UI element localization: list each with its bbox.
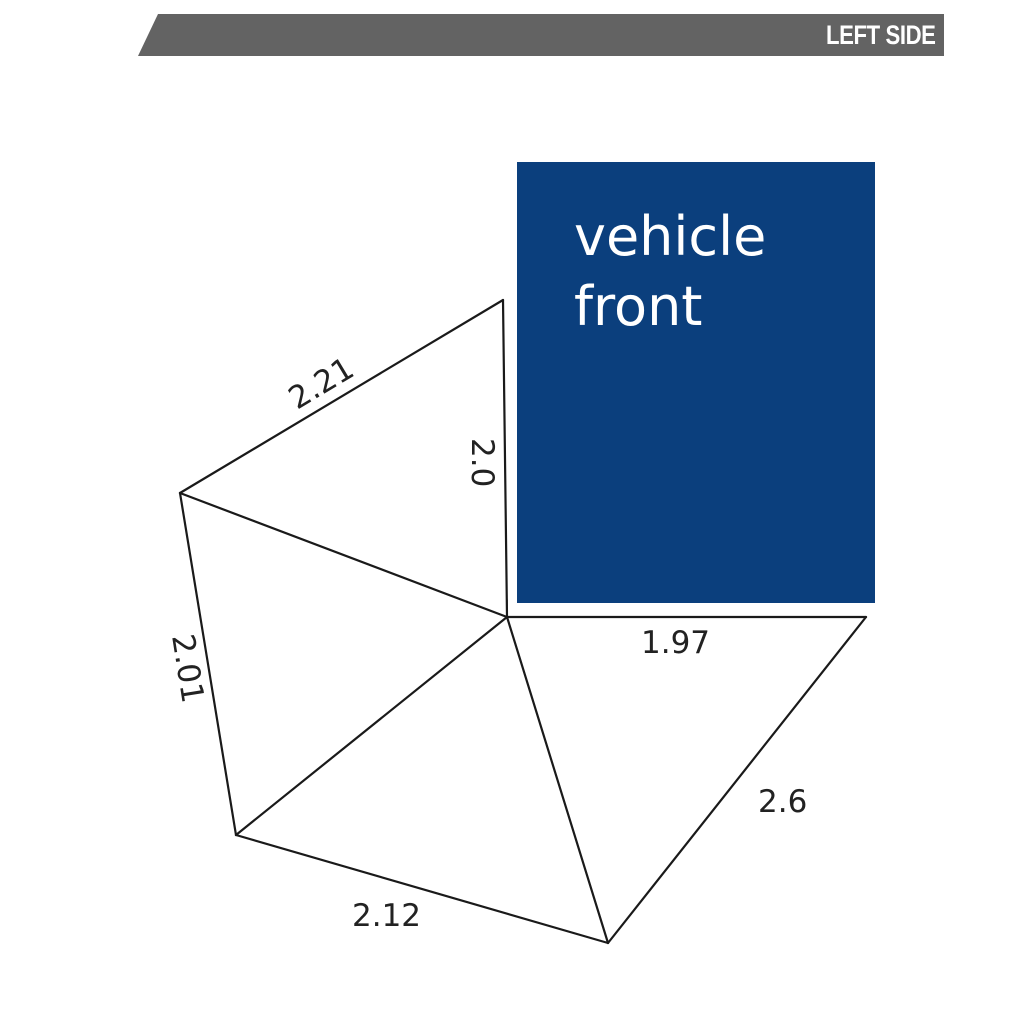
dim-label-top-right: 1.97	[641, 625, 710, 661]
edge-top-vertical	[501, 298, 509, 619]
edge-right-slant	[606, 615, 868, 945]
side-banner	[138, 14, 944, 56]
vehicle-front-box: vehicle front	[517, 162, 875, 603]
side-banner-label: LEFT SIDE	[826, 20, 937, 50]
dim-label-bottom-left: 2.12	[352, 898, 421, 934]
spoke-bottom	[505, 615, 610, 945]
dim-label-right-slant: 2.6	[758, 784, 807, 820]
edge-top-slant	[178, 298, 505, 495]
dim-label-top-slant: 2.21	[283, 350, 361, 416]
edge-left-side	[178, 491, 238, 837]
spoke-left	[178, 491, 509, 619]
spoke-lower-left	[234, 615, 509, 837]
vehicle-label-line1: vehicle	[574, 205, 767, 268]
vehicle-label-line2: front	[574, 275, 703, 338]
side-banner-shape	[138, 14, 944, 56]
dim-label-top-vertical: 2.0	[464, 438, 500, 487]
edge-bottom-left	[234, 833, 610, 945]
vehicle-front-label: vehicle front	[574, 202, 766, 342]
